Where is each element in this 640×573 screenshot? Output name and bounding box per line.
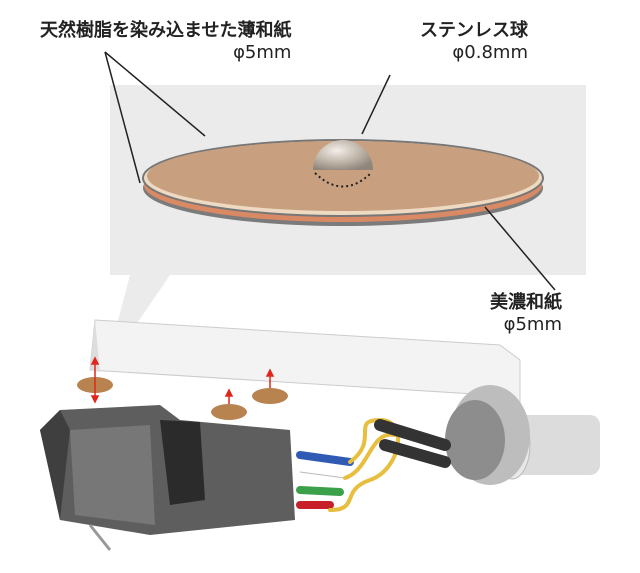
label-resin-paper-name: 天然樹脂を染み込ませた薄和紙 <box>40 20 292 41</box>
label-resin-paper: 天然樹脂を染み込ませた薄和紙 φ5mm <box>40 20 291 64</box>
leader-lines <box>104 51 556 291</box>
steel-ball <box>313 140 373 188</box>
label-steel-ball-name: ステンレス球 <box>420 20 528 41</box>
damper-dots <box>77 356 288 420</box>
cartridge-body <box>40 405 295 551</box>
label-mino-paper: 美濃和紙 φ5mm <box>490 292 562 336</box>
paper-disc <box>142 139 544 226</box>
label-steel-ball-size: φ0.8mm <box>452 42 528 63</box>
label-mino-paper-size: φ5mm <box>503 314 562 335</box>
label-resin-paper-size: φ5mm <box>233 42 292 63</box>
headshell <box>89 319 600 485</box>
label-steel-ball: ステンレス球 φ0.8mm <box>420 20 528 64</box>
label-mino-paper-name: 美濃和紙 <box>490 292 562 313</box>
lead-wires <box>296 417 451 512</box>
